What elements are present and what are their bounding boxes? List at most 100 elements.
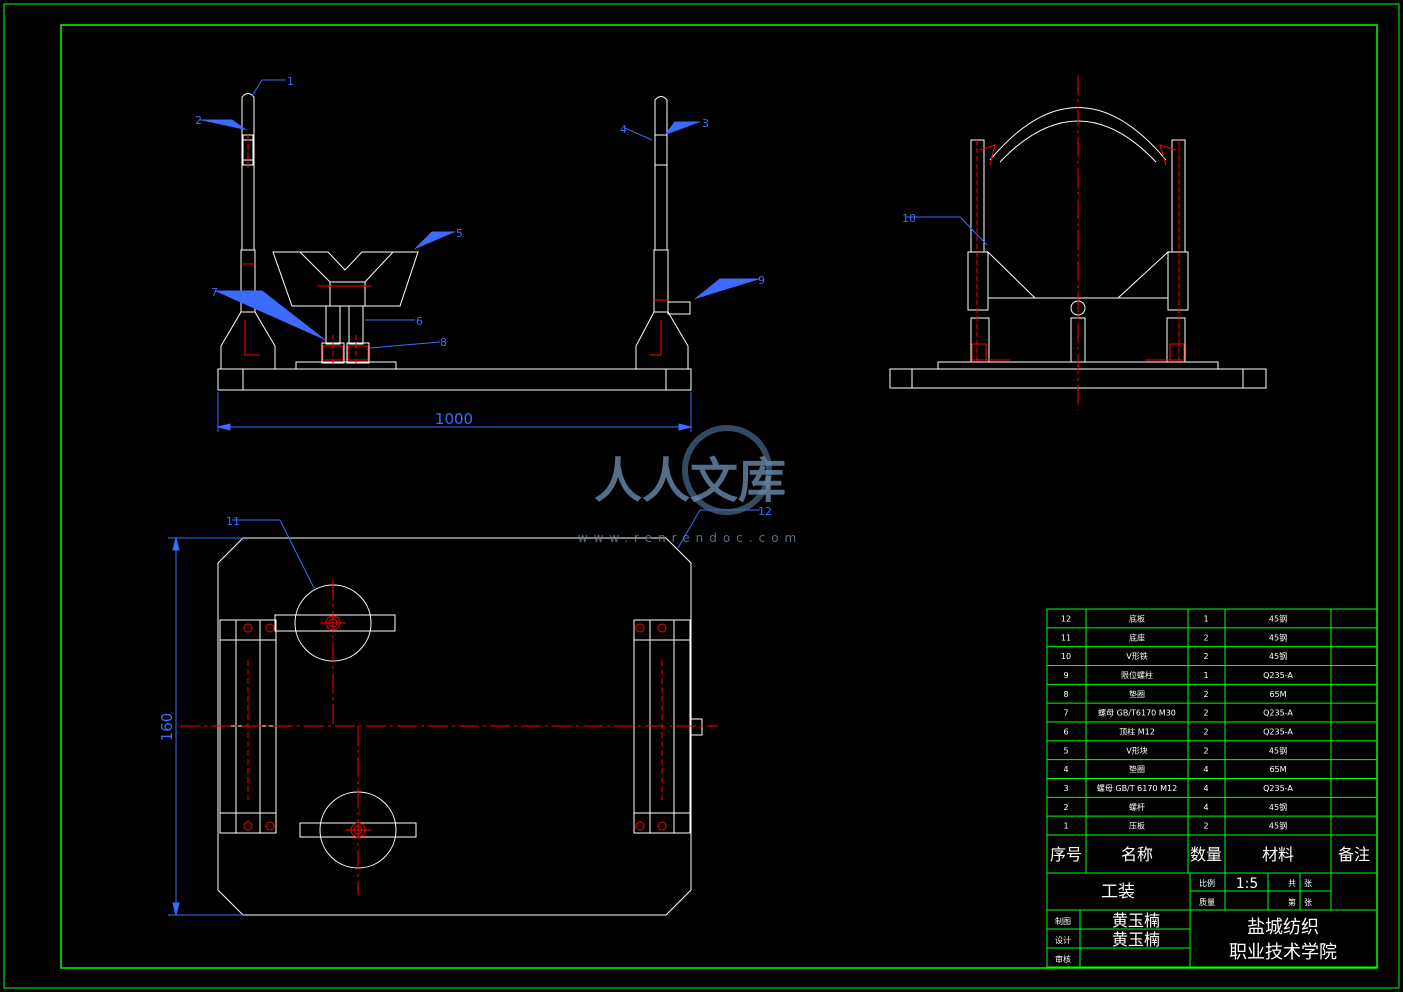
bom-cell-qty: 1 — [1203, 614, 1208, 623]
balloon-12: 12 — [758, 505, 772, 518]
header-qty: 数量 — [1190, 845, 1222, 864]
bom-row: 11 底座 2 45钢 — [1047, 627, 1377, 642]
bom-cell-material: 45钢 — [1269, 651, 1287, 661]
bom-cell-name: 底板 — [1129, 613, 1145, 623]
bom-cell-qty: 2 — [1203, 727, 1208, 736]
bom-cell-seq: 2 — [1063, 803, 1068, 812]
bom-cell-seq: 12 — [1061, 614, 1071, 623]
bom-cell-qty: 2 — [1203, 633, 1208, 642]
bom-cell-name: 顶柱 M12 — [1119, 726, 1155, 736]
bom-cell-seq: 3 — [1063, 784, 1068, 793]
left-post — [241, 93, 255, 251]
plan-view-red — [180, 580, 718, 895]
plan-dimension — [168, 537, 243, 916]
bom-cell-qty: 4 — [1203, 765, 1208, 774]
bom-cell-seq: 1 — [1063, 822, 1068, 831]
bom-cell-qty: 2 — [1203, 822, 1208, 831]
bom-cell-qty: 2 — [1203, 652, 1208, 661]
title-block — [1046, 872, 1378, 968]
bom-row: 12 底板 1 45钢 — [1061, 613, 1287, 623]
right-post — [654, 96, 668, 251]
side-view-red — [971, 75, 1185, 410]
balloon-2: 2 — [195, 114, 202, 127]
bom-cell-name: 垫圈 — [1129, 689, 1145, 699]
balloon-11: 11 — [226, 515, 240, 528]
bom-cell-seq: 8 — [1063, 690, 1068, 699]
side-leader — [905, 216, 988, 246]
mass-label: 质量 — [1199, 897, 1215, 907]
bom-cell-material: Q235-A — [1263, 671, 1293, 680]
sheet-outer-border — [3, 3, 1400, 989]
bom-cell-seq: 5 — [1063, 746, 1068, 755]
balloon-6: 6 — [416, 315, 423, 328]
bom-header: 序号 名称 数量 材料 备注 — [1046, 834, 1378, 874]
bom-cell-material: 65M — [1269, 690, 1286, 699]
bom-cell-seq: 6 — [1063, 727, 1068, 736]
left-support — [220, 311, 276, 369]
drawn-by: 黄玉楠 — [1112, 911, 1160, 930]
sheet-number-label: 第 张 — [1288, 897, 1312, 907]
bom-row: 7 螺母 GB/T6170 M30 2 Q235-A — [1047, 702, 1377, 718]
bom-cell-material: Q235-A — [1263, 709, 1293, 718]
bom-cell-seq: 11 — [1061, 633, 1071, 642]
bom-cell-material: Q235-A — [1263, 784, 1293, 793]
bom-cell-qty: 2 — [1203, 746, 1208, 755]
front-view-red — [241, 135, 668, 366]
header-remark: 备注 — [1338, 845, 1370, 864]
bom-row: 1 压板 2 45钢 — [1047, 815, 1377, 831]
sheet-inner-border — [60, 24, 1378, 969]
bom-cell-seq: 7 — [1063, 709, 1068, 718]
bom-cell-qty: 2 — [1203, 709, 1208, 718]
plan-leaders — [232, 509, 760, 589]
scale-label: 比例 — [1199, 878, 1215, 888]
header-material: 材料 — [1262, 845, 1294, 864]
bom-cell-material: 45钢 — [1269, 613, 1287, 623]
balloon-7: 7 — [211, 286, 218, 299]
bom-cell-name: 底座 — [1129, 632, 1145, 642]
bom-cell-material: 45钢 — [1269, 745, 1287, 755]
bom-cell-material: 45钢 — [1269, 821, 1287, 831]
bom-cell-material: 45钢 — [1269, 802, 1287, 812]
bom-cell-name: 压板 — [1129, 821, 1145, 831]
header-seq: 序号 — [1050, 845, 1082, 864]
bom-cell-name: 限位螺柱 — [1121, 670, 1153, 680]
front-view — [217, 93, 692, 391]
part-name: 工装 — [1101, 882, 1135, 902]
bom-cell-name: 螺杆 — [1129, 802, 1145, 812]
bom-cell-qty: 1 — [1203, 671, 1208, 680]
balloon-9: 9 — [758, 274, 765, 287]
dimension-1000: 1000 — [435, 410, 473, 428]
school-line-1: 盐城纺织 — [1247, 917, 1319, 938]
bom-cell-material: 45钢 — [1269, 632, 1287, 642]
bom-cell-seq: 4 — [1063, 765, 1068, 774]
designed-by: 黄玉楠 — [1112, 930, 1160, 949]
bom-cell-material: 65M — [1269, 765, 1286, 774]
balloon-5: 5 — [456, 227, 463, 240]
design-label: 设计 — [1055, 935, 1071, 945]
front-balloon-labels: 1 2 3 4 5 6 7 8 9 — [195, 75, 765, 349]
dimension-160: 160 — [158, 713, 176, 742]
school-line-2: 职业技术学院 — [1229, 942, 1337, 963]
bom-row: 8 垫圈 2 65M — [1047, 683, 1377, 699]
balloon-1: 1 — [287, 75, 294, 88]
bom-cell-qty: 4 — [1203, 784, 1208, 793]
balloon-3: 3 — [702, 117, 709, 130]
balloon-4: 4 — [620, 123, 627, 136]
drawn-label: 制图 — [1055, 916, 1071, 926]
bom-cell-qty: 2 — [1203, 690, 1208, 699]
balloon-10: 10 — [902, 212, 916, 225]
bom-cell-seq: 10 — [1061, 652, 1071, 661]
v-block — [272, 251, 419, 307]
bom-cell-name: 螺母 GB/T6170 M30 — [1098, 708, 1176, 718]
scale-value: 1:5 — [1236, 876, 1259, 892]
plan-base-plate — [217, 537, 692, 916]
